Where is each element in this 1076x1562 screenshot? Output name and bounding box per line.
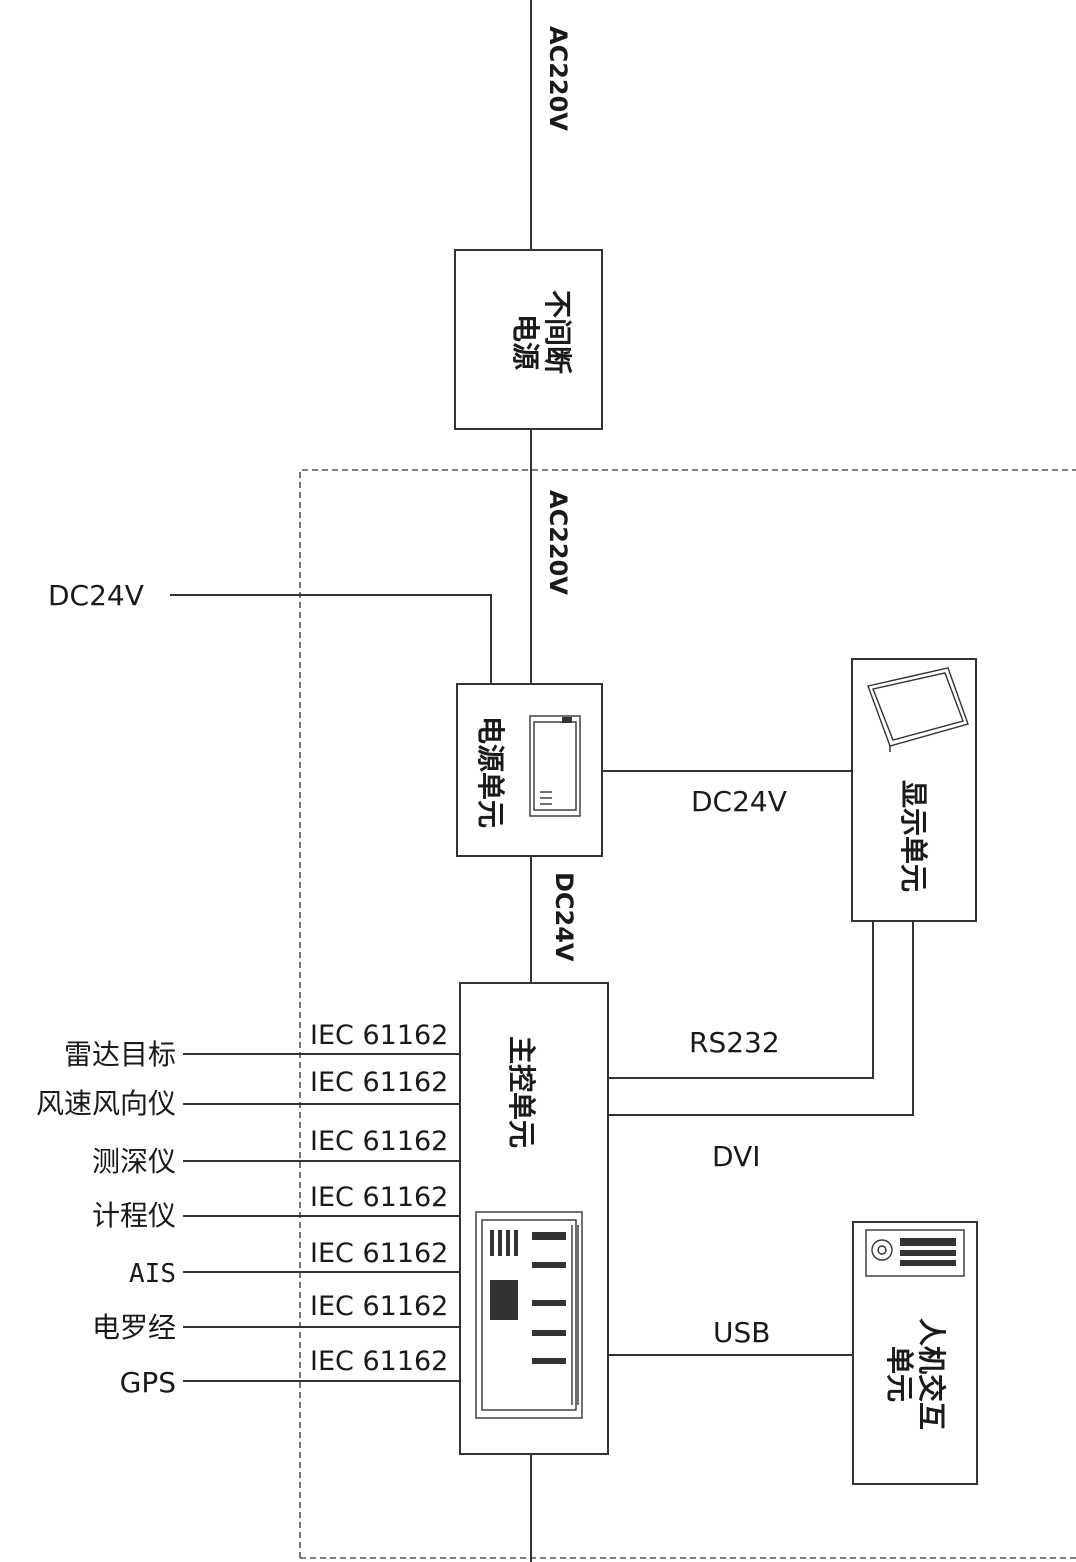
monitor-icon bbox=[867, 667, 969, 752]
hmi-unit-label-line-1: 人机交互 bbox=[915, 1318, 948, 1430]
usb-label: USB bbox=[713, 1316, 770, 1349]
protocol-wind: IEC 61162 bbox=[310, 1067, 448, 1098]
display-unit-label: 显示单元 bbox=[897, 780, 930, 892]
dc-external-line bbox=[170, 594, 492, 684]
protocol-log: IEC 61162 bbox=[310, 1182, 448, 1213]
protocol-ais: IEC 61162 bbox=[310, 1238, 448, 1269]
dc-power-display-label: DC24V bbox=[691, 785, 787, 818]
main-control-unit-label: 主控单元 bbox=[505, 1036, 538, 1148]
ups-label-line-2: 电源 bbox=[509, 314, 542, 370]
dvi-label: DVI bbox=[712, 1140, 760, 1173]
hmi-unit-label-line-2: 单元 bbox=[883, 1346, 916, 1402]
rs232-line bbox=[608, 921, 874, 1079]
ac-output-label: AC220V bbox=[544, 490, 572, 595]
sensor-lines bbox=[183, 1053, 460, 1382]
control-board-icon bbox=[475, 1211, 583, 1419]
power-module-icon bbox=[529, 715, 581, 817]
sensor-gyro: 电罗经 bbox=[92, 1311, 176, 1344]
sensor-labels: 雷达目标 风速风向仪 测深仪 计程仪 AIS 电罗经 GPS bbox=[36, 1038, 176, 1399]
protocol-gps: IEC 61162 bbox=[310, 1346, 448, 1377]
dc-external-label: DC24V bbox=[48, 579, 144, 612]
protocol-depth: IEC 61162 bbox=[310, 1126, 448, 1157]
dvi-line bbox=[608, 921, 914, 1116]
keyboard-icon bbox=[865, 1229, 965, 1277]
sensor-gps: GPS bbox=[120, 1366, 176, 1399]
protocol-radar: IEC 61162 bbox=[310, 1020, 448, 1051]
sensor-wind: 风速风向仪 bbox=[36, 1087, 176, 1120]
sensor-radar: 雷达目标 bbox=[64, 1038, 176, 1071]
dc-power-main-label: DC24V bbox=[550, 872, 578, 962]
protocol-labels: IEC 61162 IEC 61162 IEC 61162 IEC 61162 … bbox=[310, 1020, 448, 1377]
sensor-log: 计程仪 bbox=[92, 1199, 176, 1232]
rs232-label: RS232 bbox=[689, 1026, 780, 1059]
ups-box bbox=[454, 249, 603, 430]
power-unit-label: 电源单元 bbox=[474, 716, 507, 828]
display-unit-box bbox=[851, 658, 977, 922]
ups-label-line-1: 不间断 bbox=[541, 290, 574, 374]
ac-input-label: AC220V bbox=[544, 26, 572, 131]
sensor-depth: 测深仪 bbox=[92, 1145, 176, 1178]
sensor-ais: AIS bbox=[129, 1259, 176, 1289]
main-control-unit-box bbox=[459, 982, 609, 1455]
protocol-gyro: IEC 61162 bbox=[310, 1291, 448, 1322]
system-boundary bbox=[299, 469, 1076, 1558]
